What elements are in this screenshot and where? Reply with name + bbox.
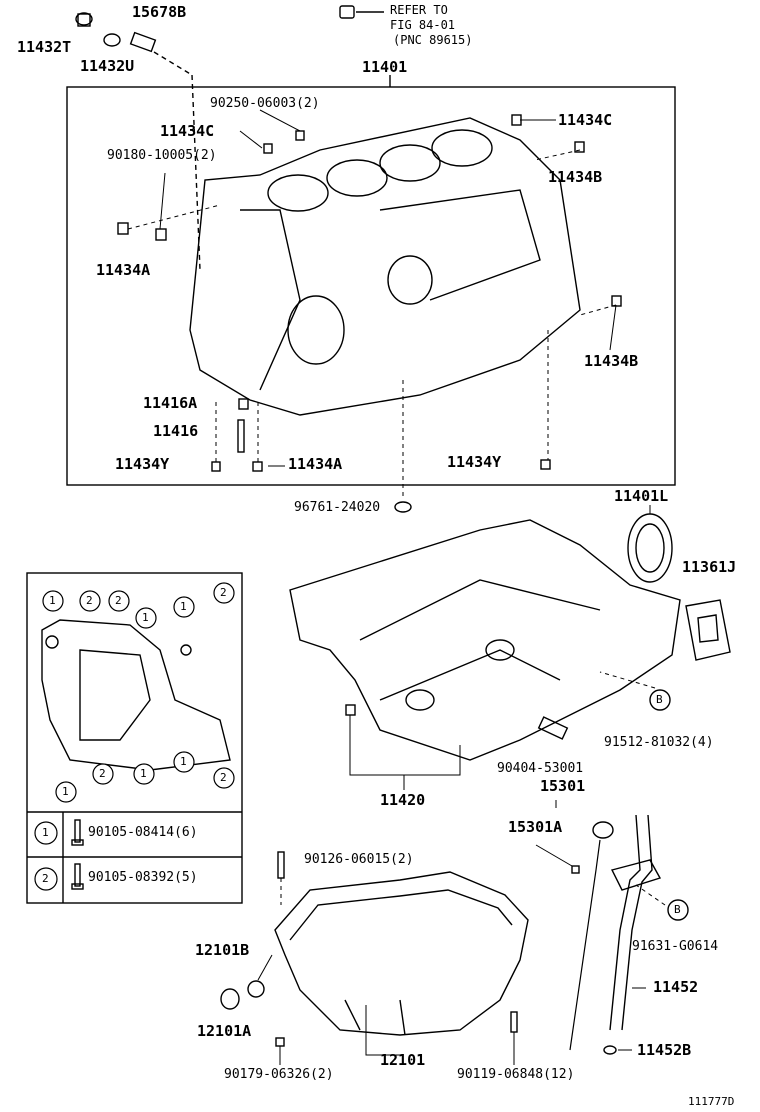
part-label: 11361J <box>682 558 737 576</box>
callout-number: 1 <box>142 611 149 624</box>
part-label: 11434Y <box>447 453 502 471</box>
part-label: 90180-10005(2) <box>107 148 217 163</box>
plug-icon <box>155 228 167 241</box>
part-label: 11401L <box>614 487 669 505</box>
o-ring-icon <box>603 1045 617 1055</box>
part-label: 11416A <box>143 394 198 412</box>
reference-note: FIG 84-01 <box>390 18 456 32</box>
bolt-legend-box <box>26 572 243 904</box>
part-label: 11452B <box>637 1041 692 1059</box>
part-label: 91512-81032(4) <box>604 735 714 750</box>
part-label: 11420 <box>380 791 426 809</box>
reference-note: (PNC 89615) <box>393 33 473 47</box>
block-frame <box>66 86 676 486</box>
gasket-ring-icon <box>247 980 265 998</box>
part-label: 11434C <box>160 122 215 140</box>
crankcase-icon <box>289 519 681 761</box>
legend-part-number: 90105-08392(5) <box>88 870 198 885</box>
part-label: 11434C <box>558 111 613 129</box>
part-label: 15301 <box>540 777 586 795</box>
callout-number: 1 <box>62 785 69 798</box>
callout-letter: B <box>656 693 663 706</box>
reference-note: REFER TO <box>390 3 448 17</box>
plug-icon <box>540 459 551 470</box>
legend-part-number: 90105-08414(6) <box>88 825 198 840</box>
part-label: 91631-G0614 <box>632 939 719 954</box>
part-label: 11434Y <box>115 455 170 473</box>
part-label: 11452 <box>653 978 699 996</box>
part-label: 90179-06326(2) <box>224 1067 334 1082</box>
callout-circle-b <box>667 899 689 921</box>
gasket-icon <box>685 599 731 661</box>
part-label: 11434B <box>548 168 603 186</box>
part-label: 12101B <box>195 941 250 959</box>
drain-plug-icon <box>75 12 93 27</box>
part-label: 90404-53001 <box>497 761 584 776</box>
callout-letter: B <box>674 903 681 916</box>
part-label: 11432U <box>80 57 135 75</box>
legend-row-number: 1 <box>42 826 49 839</box>
o-ring-icon <box>571 865 580 874</box>
callout-number: 1 <box>49 594 56 607</box>
callout-number: 1 <box>180 755 187 768</box>
plug-icon <box>611 295 622 307</box>
part-label: 90119-06848(12) <box>457 1067 575 1082</box>
figure-id: 111777D <box>688 1095 735 1108</box>
part-label: 15678B <box>132 3 187 21</box>
dipstick-icon <box>569 821 614 1051</box>
part-label: 15301A <box>508 818 563 836</box>
drain-plug-icon <box>220 988 240 1010</box>
guide-tube-icon <box>609 814 662 1031</box>
callout-number: 2 <box>220 771 227 784</box>
part-label: 90126-06015(2) <box>304 852 414 867</box>
bolt-icon <box>71 863 84 890</box>
pin-icon <box>263 143 273 154</box>
bolt-icon <box>71 819 84 846</box>
oil-pan-icon <box>274 871 529 1036</box>
part-label: 12101A <box>197 1022 252 1040</box>
sensor-icon <box>339 5 384 19</box>
part-label: 90250-06003(2) <box>210 96 320 111</box>
callout-number: 2 <box>115 594 122 607</box>
callout-circle-b <box>649 689 671 711</box>
gasket-ring-icon <box>103 33 121 47</box>
part-label: 11434A <box>288 455 343 473</box>
callout-number: 2 <box>220 586 227 599</box>
o-ring-icon <box>394 501 412 513</box>
stud-bolt-icon <box>277 851 285 905</box>
stud-bolt-icon <box>237 419 245 453</box>
callout-number: 2 <box>86 594 93 607</box>
oil-pressure-switch-icon <box>537 716 569 740</box>
callout-number: 1 <box>140 767 147 780</box>
part-label: 11401 <box>362 58 408 76</box>
part-label: 11434A <box>96 261 151 279</box>
callout-number: 1 <box>180 600 187 613</box>
bolt-icon <box>510 1011 518 1065</box>
bolt-icon <box>275 1037 285 1065</box>
legend-row-number: 2 <box>42 872 49 885</box>
part-label: 11416 <box>153 422 199 440</box>
plug-icon <box>574 141 585 153</box>
part-label: 11434B <box>584 352 639 370</box>
part-label: 11432T <box>17 38 72 56</box>
callout-number: 2 <box>99 767 106 780</box>
part-label: 96761-24020 <box>294 500 381 515</box>
part-label: 12101 <box>380 1051 426 1069</box>
plug-icon <box>238 398 249 410</box>
